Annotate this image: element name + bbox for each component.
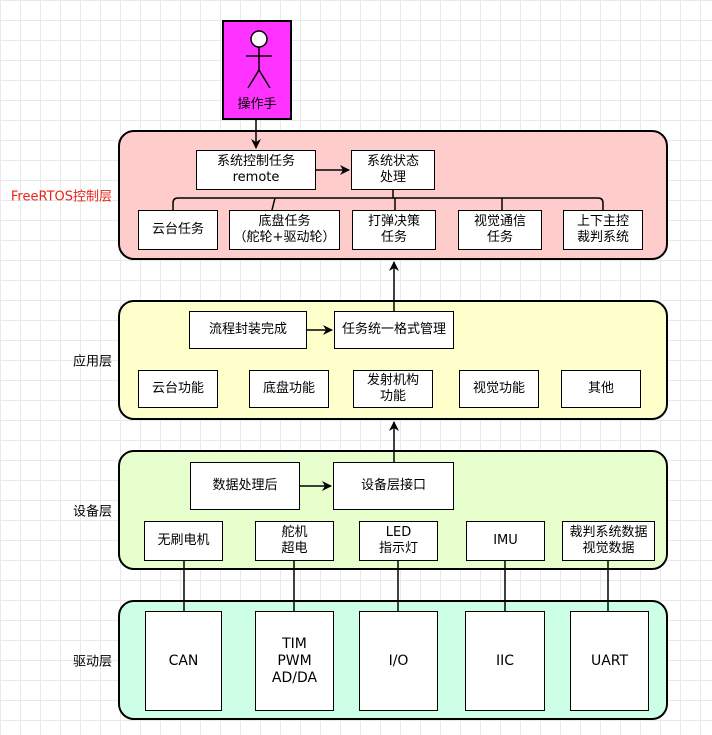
stick-figure-icon [246,30,272,89]
driver-layer-label: 驱动层 [72,654,112,670]
imu-box: IMU [466,521,545,561]
can-driver-box: CAN [145,611,222,711]
data-processed-box: 数据处理后 [190,462,300,510]
device-layer-label: 设备层 [72,504,112,520]
state-task-bracket [172,190,604,211]
iic-driver-box: IIC [465,611,545,711]
operator-label: 操作手 [237,97,277,112]
process-wrapped-box: 流程封装完成 [189,311,307,349]
chassis-function-box: 底盘功能 [249,370,329,408]
device-interface-box: 设备层接口 [333,462,454,510]
unified-task-management-box: 任务统一格式管理 [334,311,454,349]
vision-function-box: 视觉功能 [459,370,539,408]
system-control-task-box: 系统控制任务 remote [196,150,316,190]
led-indicator-box: LED 指示灯 [359,521,438,561]
system-state-box: 系统状态 处理 [351,150,435,190]
master-referee-box: 上下主控 裁判系统 [563,210,643,250]
referee-vision-data-box: 裁判系统数据 视觉数据 [562,521,655,561]
brushless-motor-box: 无刷电机 [144,521,223,561]
io-driver-box: I/O [359,611,438,711]
operator-actor: 操作手 [222,20,292,120]
shoot-decision-task-box: 打弹决策 任务 [352,210,436,250]
other-function-box: 其他 [561,370,641,408]
servo-supercap-box: 舵机 超电 [255,521,334,561]
application-layer-label: 应用层 [72,354,112,370]
launcher-function-box: 发射机构 功能 [353,370,433,408]
gimbal-task-box: 云台任务 [138,210,218,250]
vision-comm-task-box: 视觉通信 任务 [458,210,542,250]
tim-pwm-adda-driver-box: TIM PWM AD/DA [255,611,334,711]
gimbal-function-box: 云台功能 [138,370,218,408]
uart-driver-box: UART [570,611,649,711]
freertos-layer-label: FreeRTOS控制层 [10,189,112,205]
chassis-task-box: 底盘任务 （舵轮+驱动轮） [229,210,340,250]
